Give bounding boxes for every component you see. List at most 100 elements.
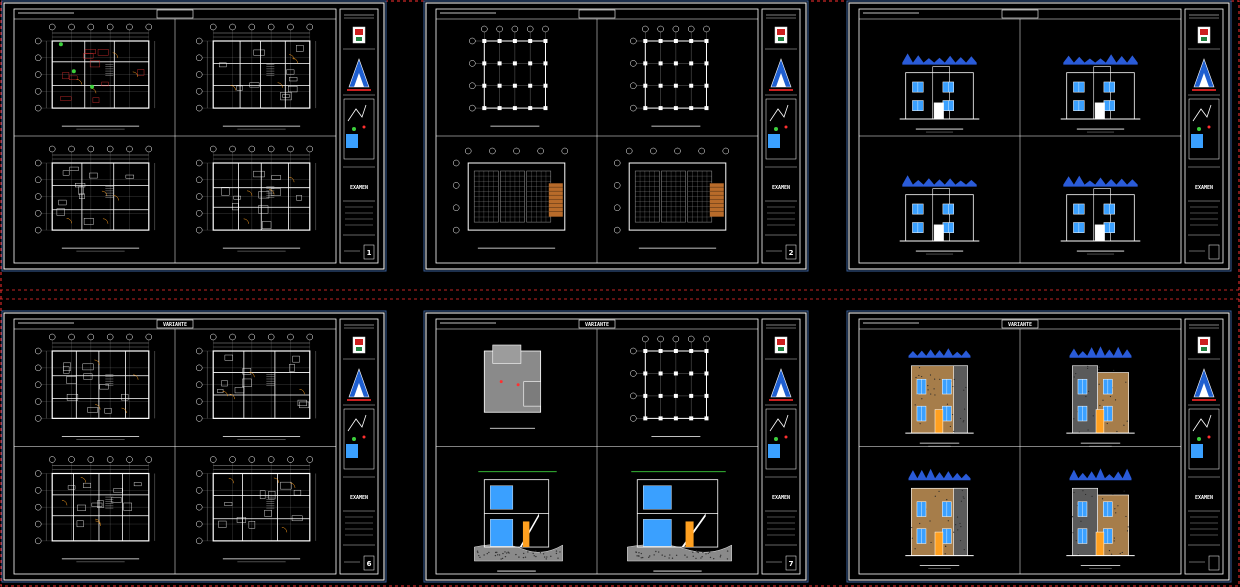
- location-map-frame: [765, 408, 797, 470]
- column: [704, 106, 709, 111]
- grid-bubble: [625, 147, 633, 155]
- site-location-map-icon: [765, 408, 797, 470]
- furniture-symbol: [62, 72, 70, 80]
- column: [528, 83, 533, 88]
- column: [673, 61, 678, 66]
- furniture-symbol: [123, 502, 132, 511]
- soil-hatch: [478, 554, 480, 557]
- furniture-symbol: [97, 500, 104, 508]
- location-map-marker: [362, 125, 366, 129]
- stone-texture: [1080, 520, 1082, 522]
- mountain-backdrop: [1063, 54, 1138, 65]
- grid-bubble: [650, 147, 657, 155]
- stone-texture: [944, 553, 946, 555]
- grid-bubble: [561, 147, 569, 155]
- location-map-road: [1192, 104, 1212, 122]
- furniture-symbol: [296, 195, 302, 201]
- door-swing: [102, 218, 109, 224]
- mountain-silhouette: [908, 468, 971, 481]
- stair-landing: [548, 183, 563, 217]
- soil-hatch: [494, 551, 497, 554]
- stone-texture: [1075, 372, 1077, 375]
- exterior-wall: [212, 350, 311, 419]
- elevation-drawing: [1060, 54, 1141, 133]
- stone-texture: [939, 378, 941, 380]
- triangle-inner: [1199, 73, 1209, 87]
- soil-hatch: [707, 552, 709, 554]
- door-swing: [222, 390, 228, 397]
- stone-texture: [959, 539, 962, 542]
- stone-texture: [911, 526, 913, 529]
- soil-hatch: [705, 553, 707, 555]
- soil-hatch: [546, 556, 548, 558]
- door-swing: [289, 482, 296, 488]
- soil-hatch: [708, 551, 711, 553]
- furniture-symbol: [79, 193, 85, 199]
- furniture-symbol: [133, 482, 142, 487]
- soil-hatch: [539, 552, 542, 554]
- column: [673, 416, 678, 421]
- furniture-symbol: [83, 373, 93, 380]
- door-swing: [95, 404, 101, 410]
- column: [704, 349, 709, 353]
- furniture-symbol: [270, 188, 281, 196]
- exterior-wall: [212, 472, 311, 542]
- column: [704, 371, 709, 376]
- door-swing: [292, 57, 298, 64]
- stone-texture: [1087, 429, 1089, 431]
- furniture-symbol: [78, 186, 84, 195]
- soil-hatch: [653, 554, 655, 556]
- door-swing: [95, 518, 101, 525]
- stone-texture: [1116, 430, 1118, 433]
- soil-hatch: [655, 550, 657, 553]
- title-block-frame: [339, 8, 379, 264]
- stone-texture: [951, 413, 954, 416]
- stone-texture: [1109, 395, 1112, 398]
- stone-texture: [953, 430, 955, 433]
- logo-shield-band: [777, 339, 785, 345]
- section-door: [522, 521, 530, 548]
- mountain-backdrop: [908, 468, 971, 481]
- university-logo-icon: [352, 26, 366, 44]
- floor-plan-drawing: [34, 333, 155, 440]
- stone-texture: [1123, 424, 1125, 426]
- furniture-symbol: [253, 170, 265, 178]
- section-window: [490, 519, 514, 547]
- furniture-symbol: [218, 520, 227, 528]
- stone-texture: [934, 495, 936, 497]
- stone-texture: [1110, 553, 1113, 555]
- title-block-stamp: EXAMEN: [772, 185, 790, 191]
- entry-door: [933, 224, 944, 242]
- roof-drain: [499, 380, 503, 384]
- stone-texture: [914, 404, 916, 406]
- soil-hatch: [555, 550, 558, 552]
- site-location-map-icon: [765, 98, 797, 160]
- column: [689, 393, 694, 398]
- grid-bubble: [537, 147, 544, 155]
- soil-hatch: [545, 558, 547, 560]
- door-swing: [229, 393, 235, 400]
- sheet-number-box: [1208, 244, 1220, 260]
- stone-texture: [1114, 508, 1116, 510]
- roof-plan-drawing: [483, 344, 542, 429]
- soil-hatch: [641, 556, 644, 559]
- triangle-underline: [1192, 399, 1216, 401]
- furniture-symbol: [286, 69, 295, 75]
- column: [673, 371, 678, 376]
- mountain-silhouette: [902, 53, 977, 65]
- stone-texture: [929, 374, 932, 376]
- soil-hatch: [695, 557, 697, 560]
- location-map-marker: [774, 437, 778, 441]
- stone-texture: [1125, 515, 1127, 518]
- soil-hatch: [542, 553, 545, 555]
- stone-texture: [934, 378, 936, 380]
- mountain-backdrop: [902, 175, 977, 187]
- column: [543, 39, 548, 43]
- door-swing: [121, 407, 127, 414]
- soil-hatch: [543, 556, 546, 558]
- stone-texture: [1106, 422, 1108, 425]
- furniture-symbol: [69, 75, 78, 80]
